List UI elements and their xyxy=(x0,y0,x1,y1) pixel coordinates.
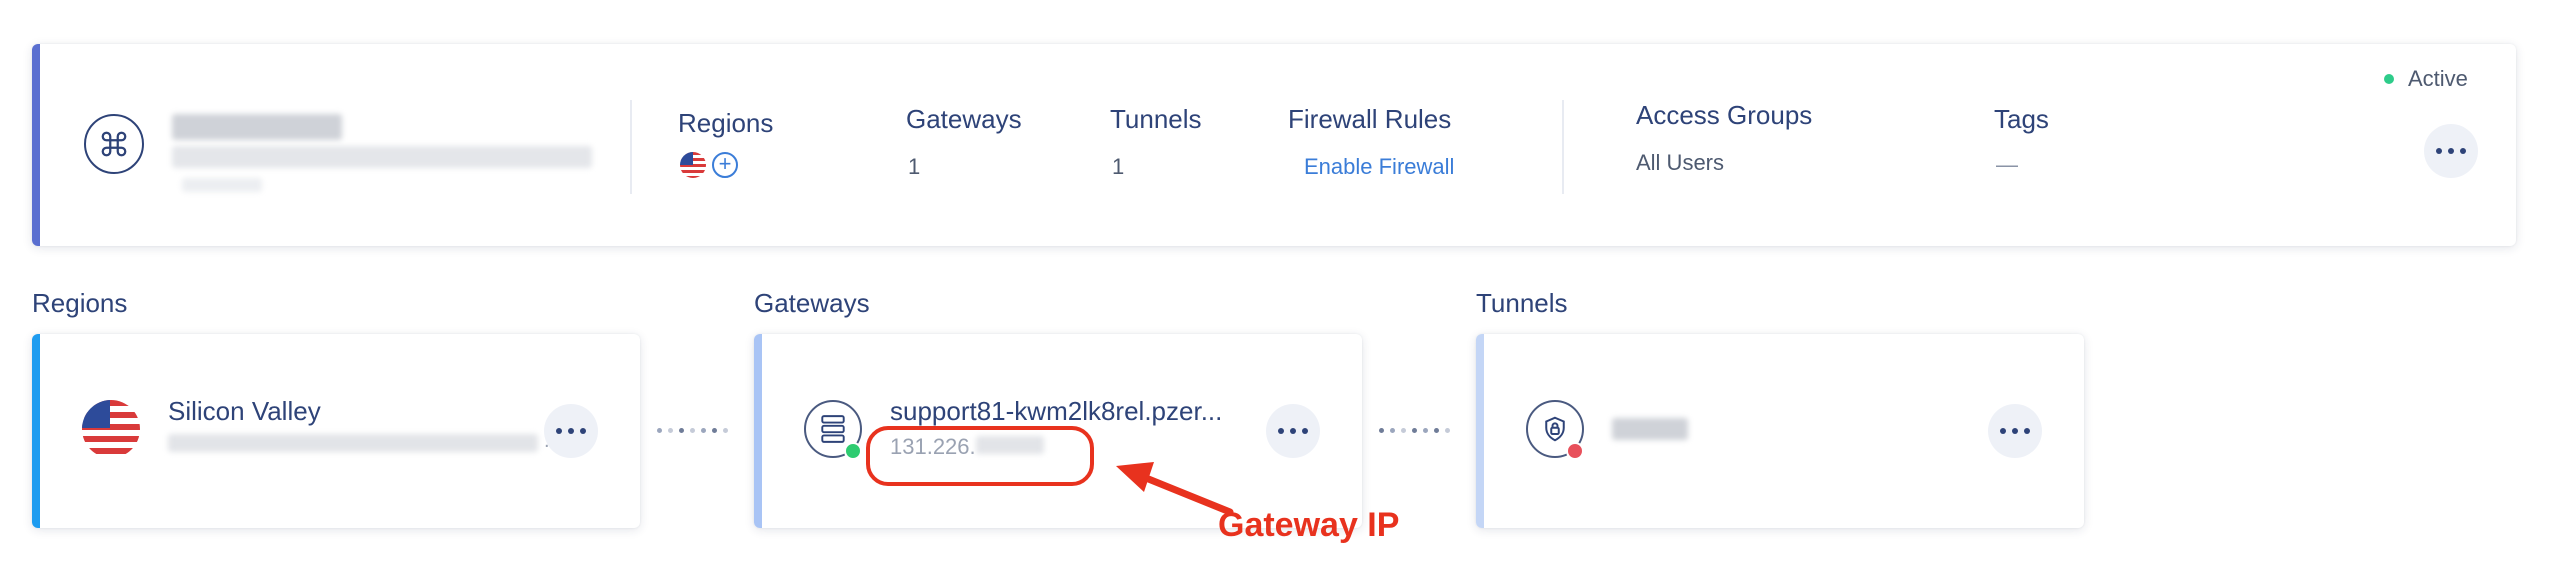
status-badge: Active xyxy=(2384,66,2468,92)
region-more-button[interactable] xyxy=(544,404,598,458)
enable-firewall-link[interactable]: Enable Firewall xyxy=(1304,154,1455,179)
gateway-card-accent xyxy=(754,334,762,528)
network-description-redacted xyxy=(172,146,592,168)
regions-section-title: Regions xyxy=(32,288,128,318)
gateway-ip: 131.226. xyxy=(890,434,976,459)
annotation-highlight-box xyxy=(866,426,1094,486)
divider xyxy=(630,100,632,194)
regions-label: Regions xyxy=(678,108,774,138)
network-more-button[interactable] xyxy=(2424,124,2478,178)
us-flag-icon xyxy=(82,400,140,458)
gateway-status-dot xyxy=(844,442,862,460)
status-text: Active xyxy=(2408,66,2468,91)
network-card[interactable]: Regions + Gateways 1 Tunnels 1 Firewall … xyxy=(32,44,2516,246)
region-card-accent xyxy=(32,334,40,528)
status-dot xyxy=(2384,74,2394,84)
gateways-count: 1 xyxy=(908,154,921,179)
gateway-ip-redacted xyxy=(976,436,1044,454)
firewall-rules-label: Firewall Rules xyxy=(1288,104,1452,134)
server-icon xyxy=(804,400,862,458)
tags-value: — xyxy=(1996,152,2018,177)
add-region-button[interactable]: + xyxy=(712,152,738,178)
region-card[interactable]: Silicon Valley ... xyxy=(32,334,640,528)
tunnel-shield-icon xyxy=(1526,400,1584,458)
network-name-redacted xyxy=(172,114,342,140)
tunnels-section-title: Tunnels xyxy=(1476,288,1568,318)
tunnels-count: 1 xyxy=(1112,154,1125,179)
network-card-accent xyxy=(32,44,40,246)
gateway-more-button[interactable] xyxy=(1266,404,1320,458)
tunnel-name-redacted xyxy=(1612,418,1688,440)
us-flag-icon xyxy=(680,152,706,178)
tunnels-label: Tunnels xyxy=(1110,104,1202,134)
tags-label: Tags xyxy=(1994,104,2049,134)
divider xyxy=(1562,100,1564,194)
gateway-card[interactable]: support81-kwm2lk8rel.pzer... 131.226. xyxy=(754,334,1362,528)
tunnel-more-button[interactable] xyxy=(1988,404,2042,458)
tunnel-status-dot xyxy=(1566,442,1584,460)
gateway-tunnel-connector xyxy=(1376,428,1453,433)
command-icon xyxy=(84,114,144,174)
access-groups-label: Access Groups xyxy=(1636,100,1813,130)
network-description-redacted-2 xyxy=(182,178,262,192)
annotation-label: Gateway IP xyxy=(1218,506,1400,544)
tunnel-card-accent xyxy=(1476,334,1484,528)
gateways-label: Gateways xyxy=(906,104,1022,134)
region-name: Silicon Valley xyxy=(168,396,321,426)
region-detail-redacted xyxy=(168,434,538,452)
gateway-name: support81-kwm2lk8rel.pzer... xyxy=(890,396,1223,426)
annotation-arrow xyxy=(1116,462,1234,516)
gateways-section-title: Gateways xyxy=(754,288,870,318)
tunnel-card[interactable] xyxy=(1476,334,2084,528)
access-groups-value: All Users xyxy=(1636,150,1725,175)
region-gateway-connector xyxy=(654,428,731,433)
